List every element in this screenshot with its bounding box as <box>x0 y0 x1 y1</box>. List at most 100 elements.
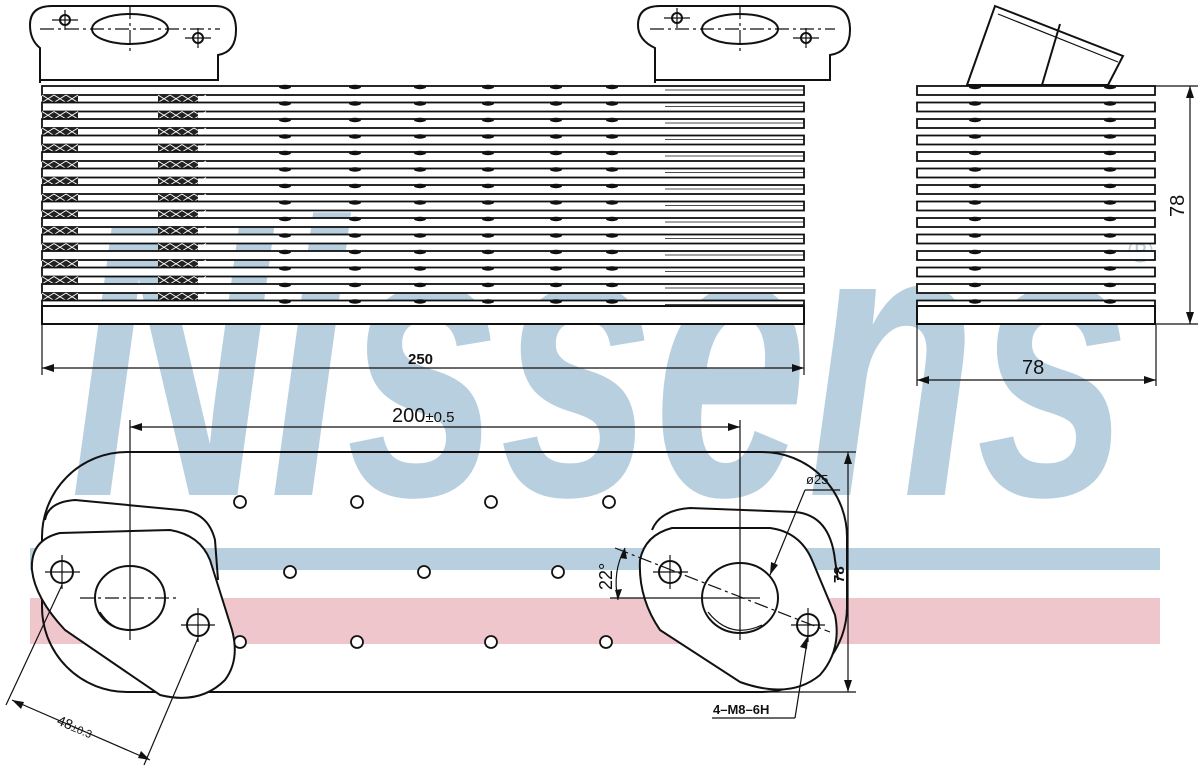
front-fin-mark <box>53 94 67 103</box>
front-fin-mark <box>181 243 195 252</box>
front-plate-bump <box>414 167 426 172</box>
front-plate-bump <box>550 282 562 288</box>
front-plate-bump <box>482 249 494 255</box>
front-plate-bump <box>349 266 361 271</box>
dim-side-width-label: 78 <box>1022 357 1044 379</box>
front-fin-block-mid <box>158 293 198 301</box>
front-fin-mark <box>169 160 183 169</box>
front-fin-mark <box>157 94 171 103</box>
side-plate-bump <box>1104 167 1116 172</box>
front-fin-mark <box>181 210 195 219</box>
side-plate <box>916 200 1156 212</box>
top-rivet-dot <box>599 635 613 649</box>
side-plate <box>916 134 1156 146</box>
front-plate-bump <box>279 134 291 139</box>
front-plate-bump <box>550 84 562 90</box>
front-base-plate <box>41 305 805 325</box>
front-plate-bump <box>606 200 618 205</box>
front-right-flange <box>636 5 852 83</box>
front-fin-mark <box>53 127 67 136</box>
front-plate-bump <box>279 150 291 156</box>
front-plate-bump <box>606 134 618 139</box>
front-plate-bump <box>414 299 426 304</box>
side-plate-bump <box>969 299 981 304</box>
front-fin-mark <box>53 292 67 301</box>
front-plate-bump <box>482 167 494 172</box>
front-fin-mark <box>169 94 183 103</box>
side-view: 78 78 <box>916 4 1198 386</box>
front-plate-bump <box>349 200 361 205</box>
front-plate-bump <box>482 200 494 205</box>
front-fin-mark <box>65 94 79 103</box>
front-plate-bump <box>349 101 361 106</box>
front-plate-bump <box>606 101 618 106</box>
dim-port-spacing-tol: ±0.5 <box>425 409 454 426</box>
front-fin-mark <box>65 177 79 186</box>
front-fin-mark <box>65 193 79 202</box>
front-fin-mark <box>41 276 55 285</box>
front-fin-mark <box>157 292 171 301</box>
front-fin-mark <box>65 292 79 301</box>
dimension-front-length: 250 <box>41 325 805 375</box>
front-plate-bump <box>482 150 494 156</box>
side-plate-bump <box>1104 233 1116 238</box>
side-plate-bump <box>969 183 981 189</box>
front-plate-bump <box>550 134 562 139</box>
front-fin-mark <box>53 177 67 186</box>
front-fin-mark <box>157 127 171 136</box>
top-view: 200±0.5 ø25 22° 78 <box>5 405 856 766</box>
side-plate-bump <box>969 233 981 238</box>
front-plate-bump <box>606 233 618 238</box>
front-fin-mark <box>41 292 55 301</box>
front-fin-block-mid <box>158 260 198 268</box>
front-fin-mark <box>169 111 183 120</box>
front-fin-mark <box>193 160 207 169</box>
side-plate <box>916 250 1156 261</box>
dim-base-height-label: 78 <box>831 566 848 583</box>
front-plate-bump <box>606 167 618 172</box>
front-plate-bump <box>414 216 426 222</box>
top-rivet-dot <box>551 565 565 579</box>
front-plate-bump <box>550 117 562 123</box>
front-fin-mark <box>193 243 207 252</box>
side-plate-bump <box>1104 150 1116 156</box>
front-plate-bump <box>414 84 426 90</box>
top-rivet-dot <box>350 635 364 649</box>
front-plate-bump <box>606 150 618 156</box>
front-fin-block-mid <box>158 177 198 185</box>
side-plate-bump <box>969 216 981 222</box>
top-rivet-dot <box>233 495 247 509</box>
dim-port-spacing-value: 200 <box>392 405 425 427</box>
watermark-blue-band <box>30 548 1160 570</box>
front-plate-bump <box>349 183 361 189</box>
front-plate-bump <box>349 117 361 123</box>
front-fin-mark <box>181 193 195 202</box>
side-plate <box>916 217 1156 228</box>
front-fin-block-mid <box>158 276 198 284</box>
front-fin-mark <box>65 160 79 169</box>
front-fin-mark <box>169 193 183 202</box>
front-plate-bump <box>279 117 291 123</box>
front-plate-bump <box>279 101 291 106</box>
front-fin-block-mid <box>158 128 198 136</box>
side-plate-bump <box>1104 282 1116 288</box>
side-plate-bump <box>969 167 981 172</box>
front-fin-block-mid <box>158 161 198 169</box>
front-fin-block-mid <box>158 227 198 235</box>
front-plate-bump <box>482 84 494 90</box>
front-fin-mark <box>181 94 195 103</box>
front-fin-mark <box>181 160 195 169</box>
front-fin-block-mid <box>158 144 198 152</box>
side-plate <box>916 101 1156 113</box>
front-fin-mark <box>193 193 207 202</box>
front-fin-mark <box>181 177 195 186</box>
front-plate-bump <box>414 282 426 288</box>
dim-front-length-label: 250 <box>408 351 433 368</box>
front-fin-mark <box>181 226 195 235</box>
front-fin-block-mid <box>158 194 198 202</box>
front-plate-bump <box>349 216 361 222</box>
front-fin-mark <box>65 127 79 136</box>
front-plate-bump <box>414 200 426 205</box>
front-fin-block-mid <box>158 210 198 218</box>
